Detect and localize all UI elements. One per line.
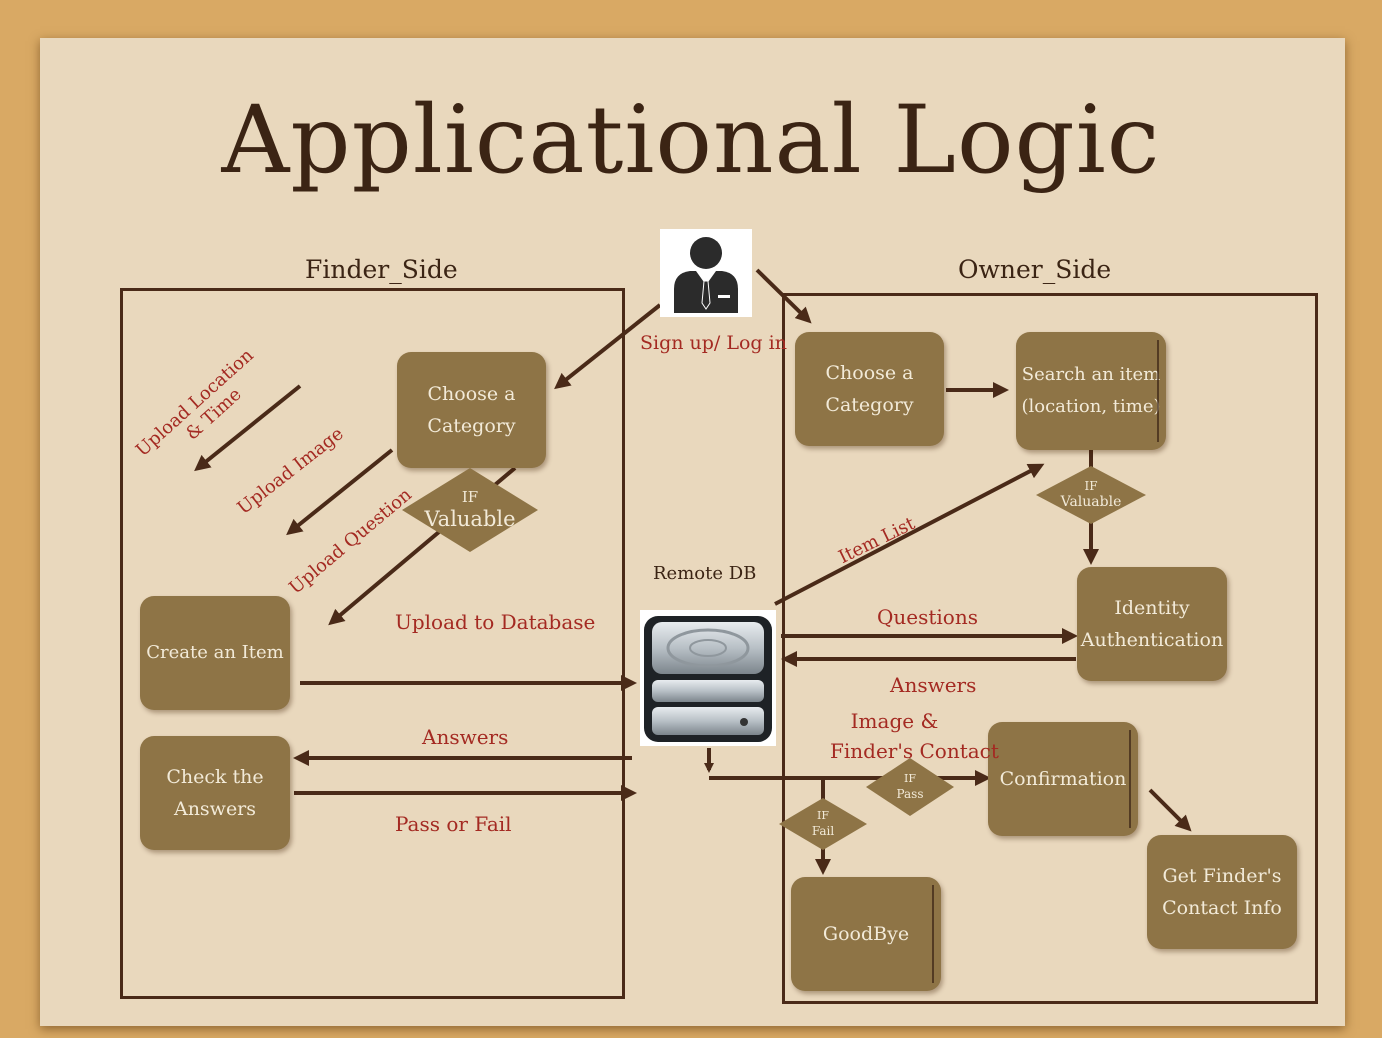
owner-side-label: Owner_Side bbox=[958, 255, 1112, 284]
create-item-node: Create an Item bbox=[140, 596, 290, 710]
upload-to-database-label: Upload to Database bbox=[395, 610, 596, 634]
owner-side-frame bbox=[782, 293, 1318, 1004]
owner-answers-label: Answers bbox=[890, 673, 977, 697]
page-title: Applicational Logic bbox=[221, 86, 1161, 195]
user-avatar-icon bbox=[660, 229, 752, 317]
arrow-login-to-owner bbox=[755, 268, 812, 324]
paper-slide bbox=[40, 38, 1345, 1026]
remote-db-label: Remote DB bbox=[653, 563, 757, 584]
arrow-confirm-to-contact bbox=[1148, 788, 1192, 832]
arrow-item-list bbox=[774, 463, 1045, 606]
confirmation-node: Confirmation bbox=[988, 722, 1138, 836]
finder-side-frame bbox=[120, 288, 625, 999]
search-item-node: Search an item(location, time) bbox=[1016, 332, 1166, 450]
arrow-upload-location bbox=[194, 384, 302, 472]
database-server-icon bbox=[640, 610, 776, 746]
questions-label: Questions bbox=[877, 605, 978, 629]
arrow-upload-image bbox=[286, 448, 394, 536]
image-finder-contact-label: Image & Finder's Contact bbox=[830, 709, 999, 763]
finder-answers-label: Answers bbox=[422, 725, 509, 749]
arrow-login-to-finder bbox=[554, 303, 662, 390]
pass-or-fail-label: Pass or Fail bbox=[395, 812, 512, 836]
finder-side-label: Finder_Side bbox=[305, 255, 458, 284]
goodbye-node: GoodBye bbox=[791, 877, 941, 991]
sign-up-login-label: Sign up/ Log in bbox=[640, 332, 787, 354]
